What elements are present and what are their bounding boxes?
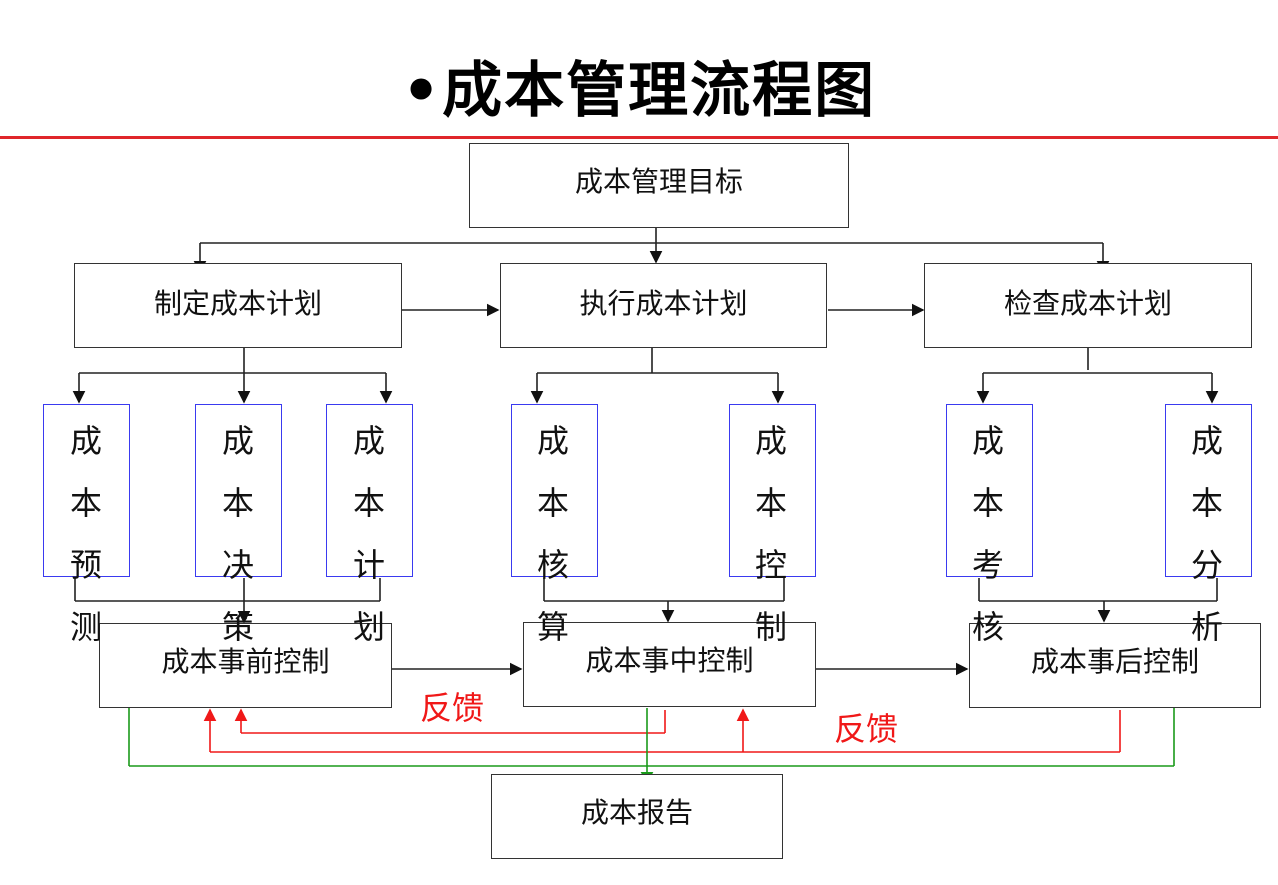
control-box-post: 成本事后控制	[969, 623, 1261, 708]
sub-text-accounting: 成本核算	[536, 422, 569, 646]
control-box-mid: 成本事中控制	[523, 622, 816, 707]
goal-label: 成本管理目标	[574, 165, 743, 198]
sub-text-plan: 成本计划	[352, 422, 385, 646]
control-label: 成本事后控制	[1030, 645, 1199, 678]
sub-box-control	[729, 404, 816, 577]
sub-text-control: 成本控制	[754, 422, 787, 646]
goal-box: 成本管理目标	[469, 143, 849, 228]
control-label: 成本事中控制	[585, 644, 754, 677]
feedback-label-1: 反馈	[420, 689, 485, 727]
sub-box-plan	[326, 404, 413, 577]
report-box: 成本报告	[491, 774, 783, 859]
report-lines	[128, 708, 1175, 785]
report-label: 成本报告	[580, 796, 693, 829]
page-title: •成本管理流程图	[401, 56, 877, 126]
plan-label: 制定成本计划	[153, 287, 322, 320]
control-box-pre: 成本事前控制	[99, 623, 392, 708]
sub-text-assessment: 成本考核	[971, 422, 1004, 646]
control-label: 成本事前控制	[161, 645, 330, 678]
plan-box-check: 检查成本计划	[924, 263, 1252, 348]
sub-text-decision: 成本决策	[221, 422, 254, 646]
sub-box-forecast	[43, 404, 130, 577]
sub-box-decision	[195, 404, 282, 577]
feedback-label-2: 反馈	[834, 710, 899, 748]
sub-text-analysis: 成本分析	[1190, 422, 1223, 646]
sub-box-accounting	[511, 404, 598, 577]
plan-box-make: 制定成本计划	[74, 263, 402, 348]
plan-label: 执行成本计划	[579, 287, 748, 320]
title-divider	[0, 136, 1278, 139]
plan-box-execute: 执行成本计划	[500, 263, 827, 348]
sub-text-forecast: 成本预测	[69, 422, 102, 646]
sub-box-analysis	[1165, 404, 1252, 577]
plan-label: 检查成本计划	[1003, 287, 1172, 320]
feedback-lines	[203, 708, 1121, 753]
sub-box-assessment	[946, 404, 1033, 577]
